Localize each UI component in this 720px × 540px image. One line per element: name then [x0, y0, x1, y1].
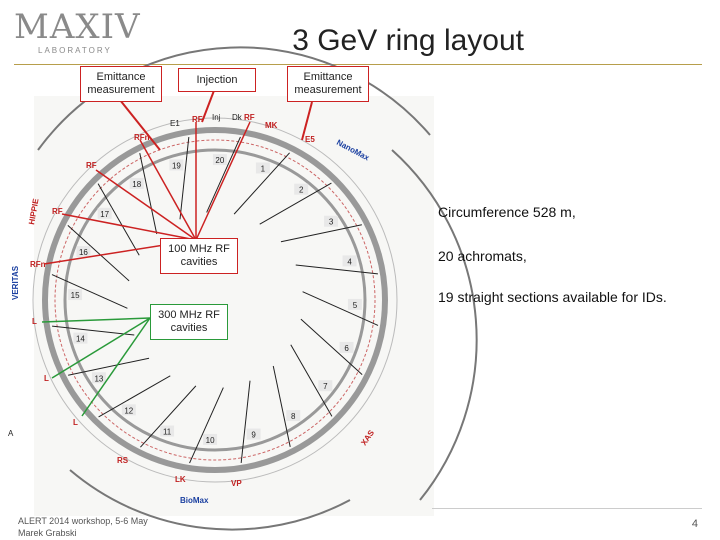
label-rf-left-2: RF: [52, 207, 63, 216]
callout-emittance-right: Emittance measurement: [287, 66, 369, 102]
achromat-number: 3: [329, 218, 334, 227]
achromat-number: 15: [71, 291, 80, 300]
achromat-number: 11: [163, 428, 172, 437]
achromat-number: 20: [215, 156, 224, 165]
page-number: 4: [692, 518, 698, 530]
achromat-number: 13: [94, 374, 103, 383]
achromat-number: 19: [172, 161, 181, 170]
label-e1: E1: [170, 119, 180, 128]
label-vp: VP: [231, 479, 242, 488]
label-l3: L: [73, 418, 78, 427]
spec-circumference: Circumference 528 m,: [438, 204, 576, 220]
label-rf-right-top: RF: [244, 113, 255, 122]
label-rf-left: RF: [86, 161, 97, 170]
beamline-veritas: VERITAS: [11, 265, 20, 300]
label-rfn-2: RFn: [30, 260, 46, 269]
label-rf-top: RF: [192, 115, 203, 124]
achromat-number: 2: [299, 186, 304, 195]
achromat-number: 10: [206, 436, 215, 445]
label-e5: E5: [305, 135, 315, 144]
achromat-number: 8: [291, 412, 296, 421]
footer: ALERT 2014 workshop, 5-6 May Marek Grabs…: [18, 515, 148, 539]
achromat-number: 17: [100, 210, 109, 219]
label-l1: L: [32, 317, 37, 326]
spec-achromats: 20 achromats,: [438, 248, 527, 264]
callout-rf300: 300 MHz RF cavities: [150, 304, 228, 340]
label-mk: MK: [265, 121, 278, 130]
beamline-biomax: BioMax: [180, 496, 209, 505]
achromat-number: 9: [251, 431, 256, 440]
callout-rf100: 100 MHz RF cavities: [160, 238, 238, 274]
achromat-number: 5: [353, 301, 358, 310]
footer-event: ALERT 2014 workshop, 5-6 May: [18, 515, 148, 527]
achromat-number: 14: [76, 335, 85, 344]
footer-divider: [432, 508, 702, 509]
footer-author: Marek Grabski: [18, 527, 148, 539]
callout-injection: Injection: [178, 68, 256, 92]
label-lk: LK: [175, 475, 186, 484]
callout-emittance-left: Emittance measurement: [80, 66, 162, 102]
achromat-number: 16: [79, 248, 88, 257]
label-a: A: [8, 429, 14, 438]
label-rs: RS: [117, 456, 129, 465]
achromat-number: 1: [261, 164, 266, 173]
achromat-number: 6: [344, 344, 349, 353]
achromat-number: 18: [132, 180, 141, 189]
spec-straight-sections: 19 straight sections available for IDs.: [438, 289, 667, 305]
floorplan-background: [34, 96, 434, 516]
label-l2: L: [44, 374, 49, 383]
label-dk: Dk: [232, 113, 243, 122]
label-inj: Inj: [212, 113, 221, 122]
achromat-number: 4: [347, 257, 352, 266]
achromat-number: 7: [323, 382, 328, 391]
achromat-number: 12: [124, 406, 133, 415]
